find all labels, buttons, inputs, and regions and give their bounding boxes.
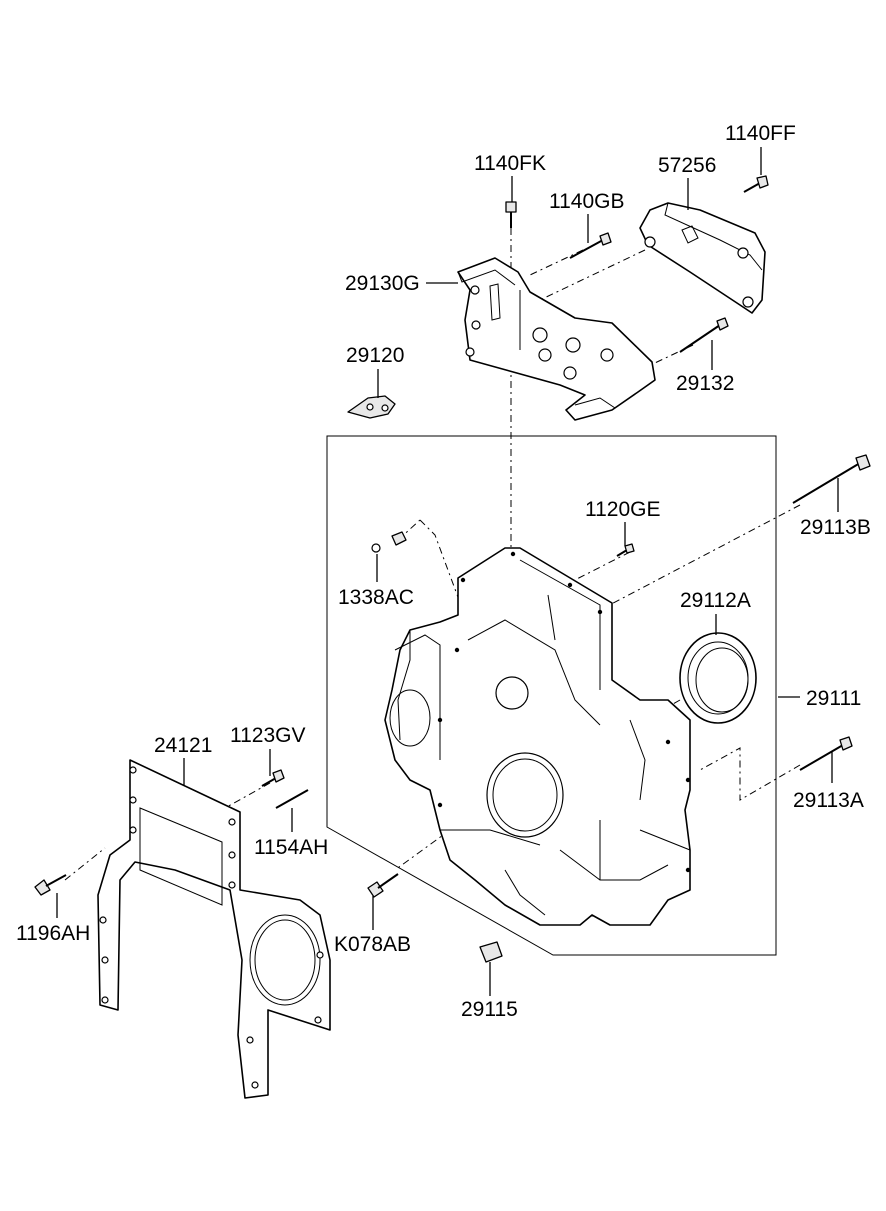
- label-1154ah[interactable]: 1154AH: [254, 836, 328, 859]
- part-labels: 1140FF 57256 1140FK 1140GB 29130G 29120 …: [16, 122, 871, 1021]
- bolt-k078ab[interactable]: [367, 873, 399, 898]
- bolt-1140ff[interactable]: [743, 175, 769, 193]
- label-29132[interactable]: 29132: [676, 372, 734, 395]
- oil-seal-29112a[interactable]: [679, 632, 757, 724]
- label-24121[interactable]: 24121: [154, 734, 212, 757]
- bolt-1196ah[interactable]: [34, 874, 67, 896]
- bolt-1140gb[interactable]: [569, 232, 612, 259]
- label-1120ge[interactable]: 1120GE: [585, 498, 661, 521]
- leader-lines: [56, 147, 839, 996]
- label-29120[interactable]: 29120: [346, 344, 404, 367]
- plug-29115[interactable]: [479, 941, 503, 963]
- bracket-29120[interactable]: [347, 395, 396, 419]
- stud-1154ah[interactable]: [275, 789, 309, 809]
- label-1140gb[interactable]: 1140GB: [549, 190, 625, 213]
- bracket-29130g[interactable]: [457, 257, 656, 421]
- assembly-frame: [326, 435, 777, 956]
- label-29113a[interactable]: 29113A: [793, 789, 864, 812]
- label-1140ff[interactable]: 1140FF: [725, 122, 796, 145]
- label-29115[interactable]: 29115: [461, 998, 518, 1021]
- bolt-1120ge[interactable]: [616, 543, 635, 557]
- label-1123gv[interactable]: 1123GV: [230, 724, 306, 747]
- label-29112a[interactable]: 29112A: [680, 589, 751, 612]
- label-57256[interactable]: 57256: [658, 154, 716, 177]
- bolt-1140fk[interactable]: [505, 201, 517, 228]
- label-1140fk[interactable]: 1140FK: [474, 152, 546, 175]
- bolt-1123gv[interactable]: [261, 769, 285, 787]
- label-k078ab[interactable]: K078AB: [334, 933, 411, 956]
- label-29113b[interactable]: 29113B: [800, 516, 871, 539]
- label-1338ac[interactable]: 1338AC: [338, 586, 414, 609]
- cover-57256[interactable]: [639, 202, 766, 314]
- bolt-29132[interactable]: [679, 317, 729, 353]
- label-29111[interactable]: 29111: [806, 687, 861, 710]
- flywheel-housing-29111[interactable]: [384, 547, 691, 926]
- label-1196ah[interactable]: 1196AH: [16, 922, 90, 945]
- bolt-1338ac[interactable]: [371, 531, 407, 553]
- bolt-29113b[interactable]: [792, 454, 871, 504]
- bolt-29113a[interactable]: [799, 736, 853, 771]
- gasket-plate-24121[interactable]: [97, 759, 331, 1099]
- label-29130g[interactable]: 29130G: [345, 272, 420, 295]
